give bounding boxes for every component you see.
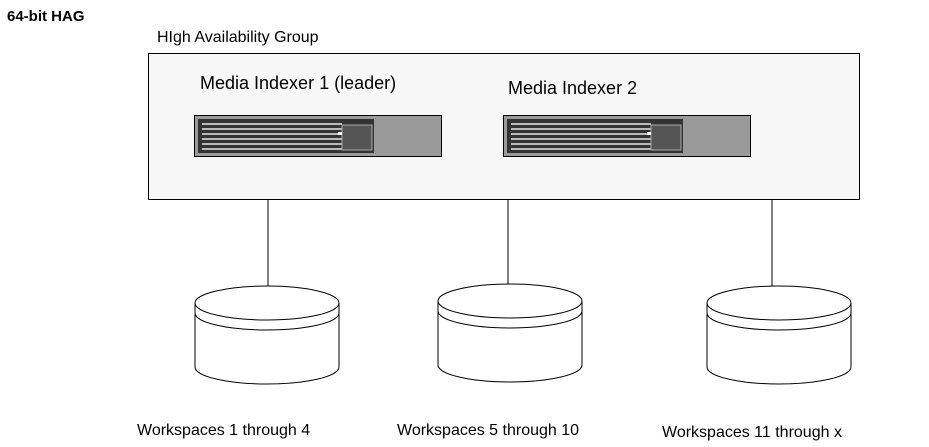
- workspace-label-2: Workspaces 5 through 10: [397, 422, 580, 439]
- diagram-heading: 64-bit HAG: [7, 8, 85, 25]
- database-icon: [194, 285, 340, 385]
- database-icon: [437, 283, 583, 383]
- server-label-2: Media Indexer 2: [508, 78, 638, 98]
- group-label: HIgh Availability Group: [157, 29, 319, 46]
- server-rack-icon: [503, 115, 751, 157]
- workspace-label-1: Workspaces 1 through 4: [137, 422, 311, 439]
- workspace-label-3: Workspaces 11 through x: [662, 424, 842, 441]
- server-rack-icon: [194, 115, 442, 157]
- database-icon: [706, 285, 852, 385]
- server-label-1: Media Indexer 1 (leader): [200, 73, 397, 93]
